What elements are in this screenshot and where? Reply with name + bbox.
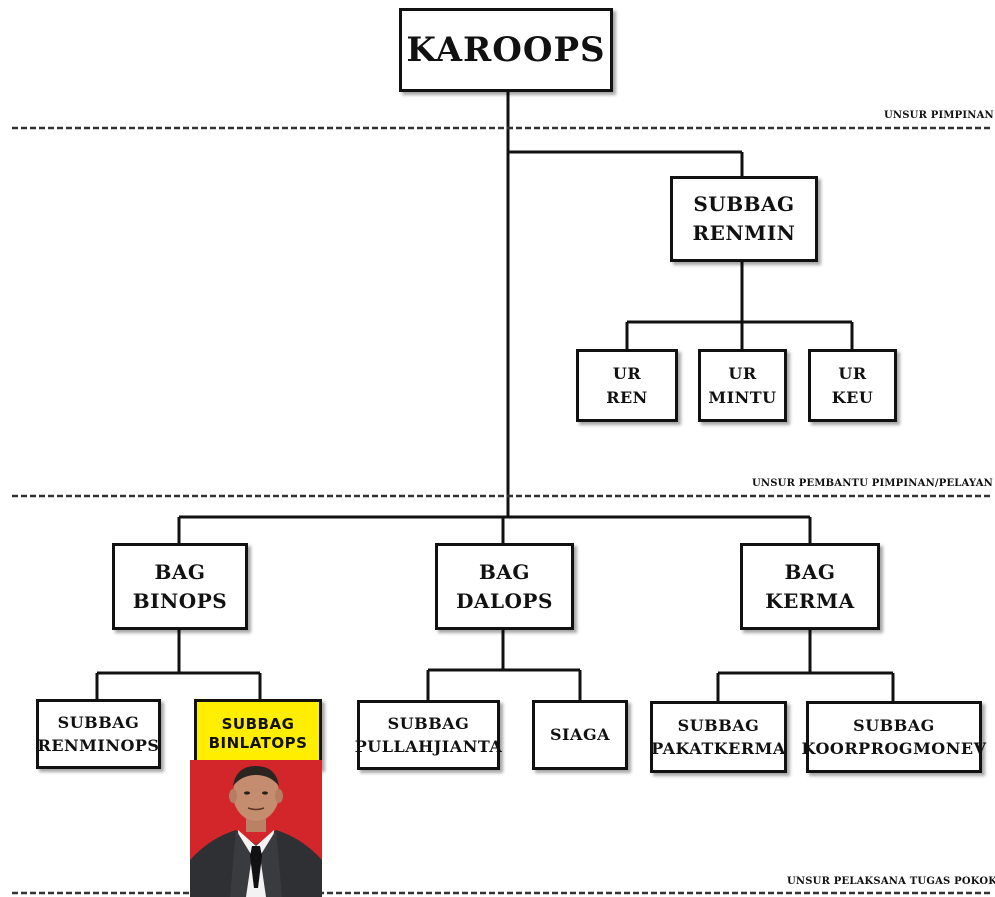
node-ur-keu: UR KEU (808, 349, 897, 422)
node-label-line1: SUBBAG (853, 715, 935, 735)
node-siaga: SIAGA (532, 700, 628, 770)
node-label-line1: UR (612, 364, 642, 384)
node-label-line2: RENMIN (692, 221, 796, 245)
node-siaga-label: SIAGA (549, 725, 611, 745)
node-label-line2: BINLATOPS (208, 734, 308, 752)
node-label-line1: BAG (784, 559, 836, 584)
node-subbag-koorprogmonev: SUBBAG KOORPROGMONEV (802, 701, 986, 773)
node-label-line1: SUBBAG (693, 192, 795, 216)
node-label-line2: KOORPROGMONEV (801, 739, 987, 758)
level-label-pembantu: UNSUR PEMBANTU PIMPINAN/PELAYAN (752, 478, 993, 489)
node-label-line2: KEU (831, 387, 874, 407)
node-karoops: KAROOPS (399, 8, 613, 92)
node-label-line1: SUBBAG (387, 713, 470, 733)
node-label-line1: SUBBAG (221, 715, 295, 734)
node-label-line1: SUBBAG (57, 712, 140, 732)
node-label-line2: REN (606, 387, 648, 407)
node-bag-binops: BAG BINOPS (112, 543, 248, 630)
node-label-line1: UR (838, 364, 867, 384)
portrait-illustration (190, 760, 322, 897)
node-bag-kerma: BAG KERMA (740, 543, 880, 630)
node-subbag-pakatkerma: SUBBAG PAKATKERMA (650, 701, 787, 773)
node-label-line1: SUBBAG (677, 715, 760, 735)
level-label-pelaksana: UNSUR PELAKSANA TUGAS POKOK (787, 876, 995, 887)
node-subbag-renminops: SUBBAG RENMINOPS (36, 699, 161, 769)
node-subbag-pullahjianta: SUBBAG PULLAHJIANTA (354, 700, 503, 770)
node-subbag-renmin: SUBBAG RENMIN (670, 176, 818, 262)
node-ur-mintu: UR MINTU (698, 349, 787, 422)
level-label-pimpinan: UNSUR PIMPINAN (884, 110, 994, 121)
node-bag-dalops: BAG DALOPS (435, 543, 574, 630)
node-label-line2: DALOPS (456, 588, 553, 613)
node-label-line2: PAKATKERMA (651, 739, 786, 758)
node-subbag-binlatops: SUBBAG BINLATOPS (194, 699, 322, 769)
node-label-line2: RENMINOPS (37, 736, 160, 755)
node-label-line1: BAG (478, 559, 530, 584)
node-label-line2: MINTU (708, 387, 777, 407)
node-label-line2: PULLAHJIANTA (354, 737, 503, 756)
node-label-line2: KERMA (765, 588, 855, 613)
node-label-line2: BINOPS (132, 588, 228, 613)
official-photo (190, 760, 322, 897)
node-ur-ren: UR REN (576, 349, 678, 422)
node-label-line1: UR (728, 364, 757, 384)
node-karoops-label: KAROOPS (406, 29, 606, 70)
node-label-line1: BAG (154, 559, 206, 584)
